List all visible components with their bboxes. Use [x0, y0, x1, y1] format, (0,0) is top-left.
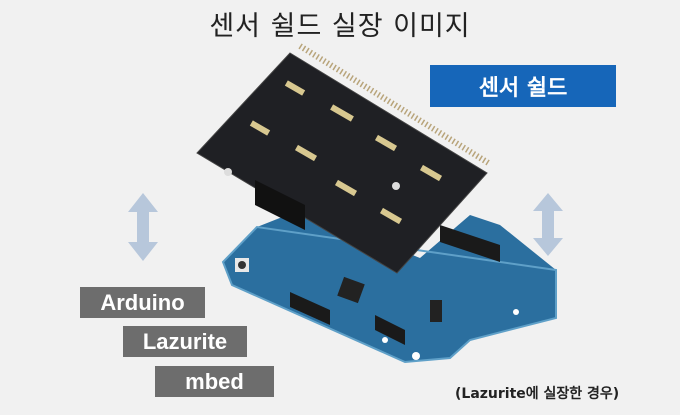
- platform-tag-arduino: Arduino: [80, 287, 205, 318]
- base-board-image: [221, 210, 557, 364]
- up-down-arrow-icon-left: [128, 193, 158, 261]
- platform-tag-mbed: mbed: [155, 366, 274, 397]
- up-down-arrow-icon-right: [533, 193, 563, 256]
- platform-tag-lazurite: Lazurite: [123, 326, 247, 357]
- sensor-shield-image: [196, 43, 492, 274]
- page-title: 센서 쉴드 실장 이미지: [209, 11, 471, 42]
- caption: (Lazurite에 실장한 경우): [455, 386, 620, 402]
- sensor-shield-label: 센서 쉴드: [430, 65, 616, 107]
